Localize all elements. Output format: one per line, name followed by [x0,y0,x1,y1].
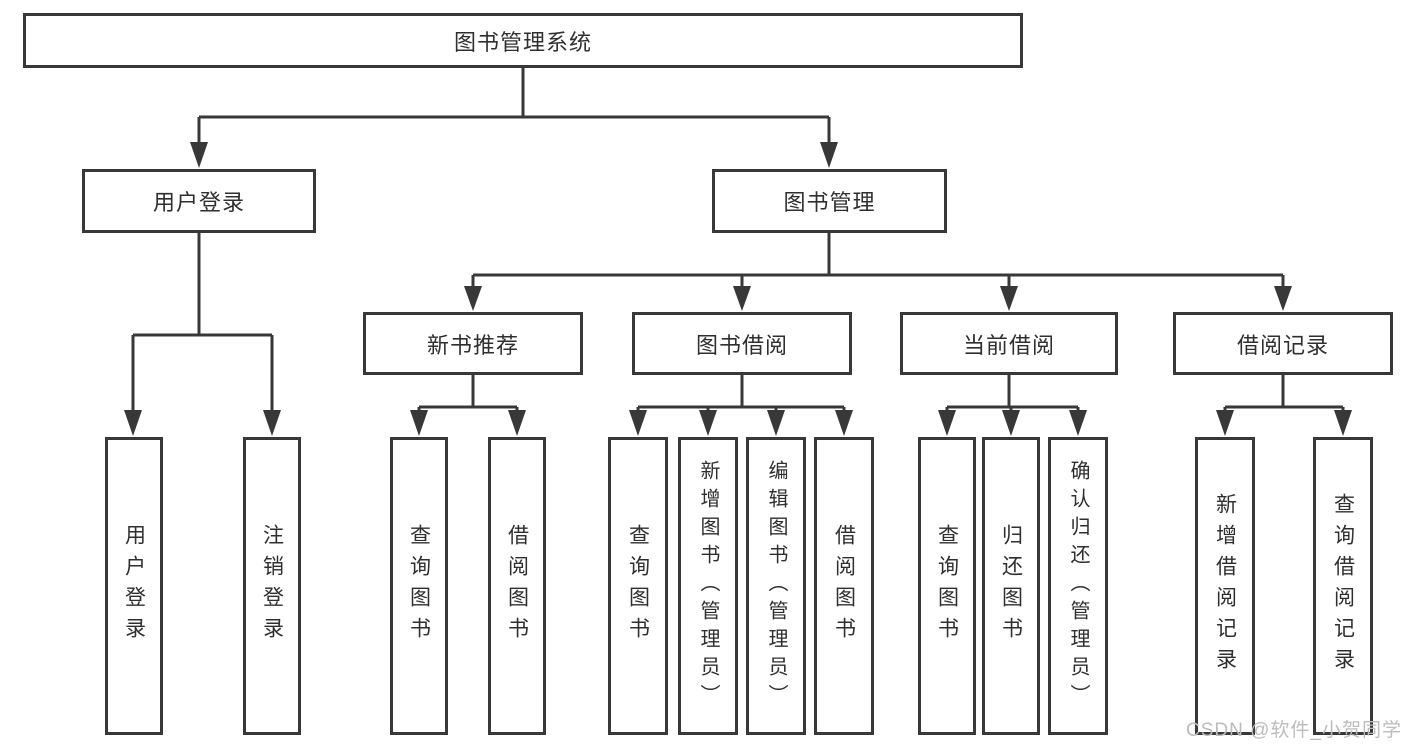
leaf-label: 归还图书 [999,524,1023,648]
leaf-records-add-record: 新增借阅记录 [1195,437,1255,735]
node-label: 图书借阅 [695,332,788,358]
node-label: 图书管理 [783,190,876,215]
leaf-label: 确认归还（管理员） [1067,460,1089,712]
leaf-label: 查询图书 [935,524,959,648]
leaf-recommend-query-books: 查询图书 [390,437,448,735]
leaf-label: 借阅图书 [832,524,856,648]
node-book-management: 图书管理 [712,169,947,233]
node-label: 当前借阅 [962,332,1055,358]
node-label: 图书管理系统 [453,29,592,55]
leaf-borrow-edit-books-admin: 编辑图书（管理员） [746,437,806,735]
watermark: CSDN @软件_小贺同学 [1186,720,1402,741]
leaf-records-query-record: 查询借阅记录 [1313,437,1373,735]
leaf-label: 查询图书 [407,524,431,648]
node-label: 用户登录 [152,190,245,215]
leaf-label: 新增图书（管理员） [697,460,719,712]
node-label: 新书推荐 [426,332,519,358]
node-label: 借阅记录 [1236,332,1329,358]
node-book-borrow: 图书借阅 [632,312,852,375]
leaf-borrow-add-books-admin: 新增图书（管理员） [678,437,738,735]
leaf-current-query-books: 查询图书 [918,437,976,735]
node-new-book-recommend: 新书推荐 [363,312,583,375]
arrowhead-icons [124,142,1352,436]
node-current-borrow: 当前借阅 [900,312,1118,375]
leaf-current-return-books: 归还图书 [982,437,1040,735]
leaf-recommend-borrow-books: 借阅图书 [488,437,546,735]
leaf-borrow-query-books: 查询图书 [608,437,668,735]
leaf-user-login: 用户登录 [105,437,163,735]
leaf-label: 借阅图书 [505,524,529,648]
leaf-label: 注销登录 [260,524,284,648]
leaf-label: 查询图书 [626,524,650,648]
leaf-label: 新增借阅记录 [1213,493,1237,679]
leaf-label: 用户登录 [122,524,146,648]
leaf-label: 编辑图书（管理员） [765,460,787,712]
leaf-current-confirm-return-admin: 确认归还（管理员） [1048,437,1108,735]
leaf-borrow-borrow-books: 借阅图书 [814,437,874,735]
node-user-login: 用户登录 [82,169,316,233]
leaf-logout-login: 注销登录 [243,437,301,735]
node-library-management-system: 图书管理系统 [23,13,1023,68]
leaf-label: 查询借阅记录 [1331,493,1355,679]
node-borrow-records: 借阅记录 [1173,312,1393,375]
